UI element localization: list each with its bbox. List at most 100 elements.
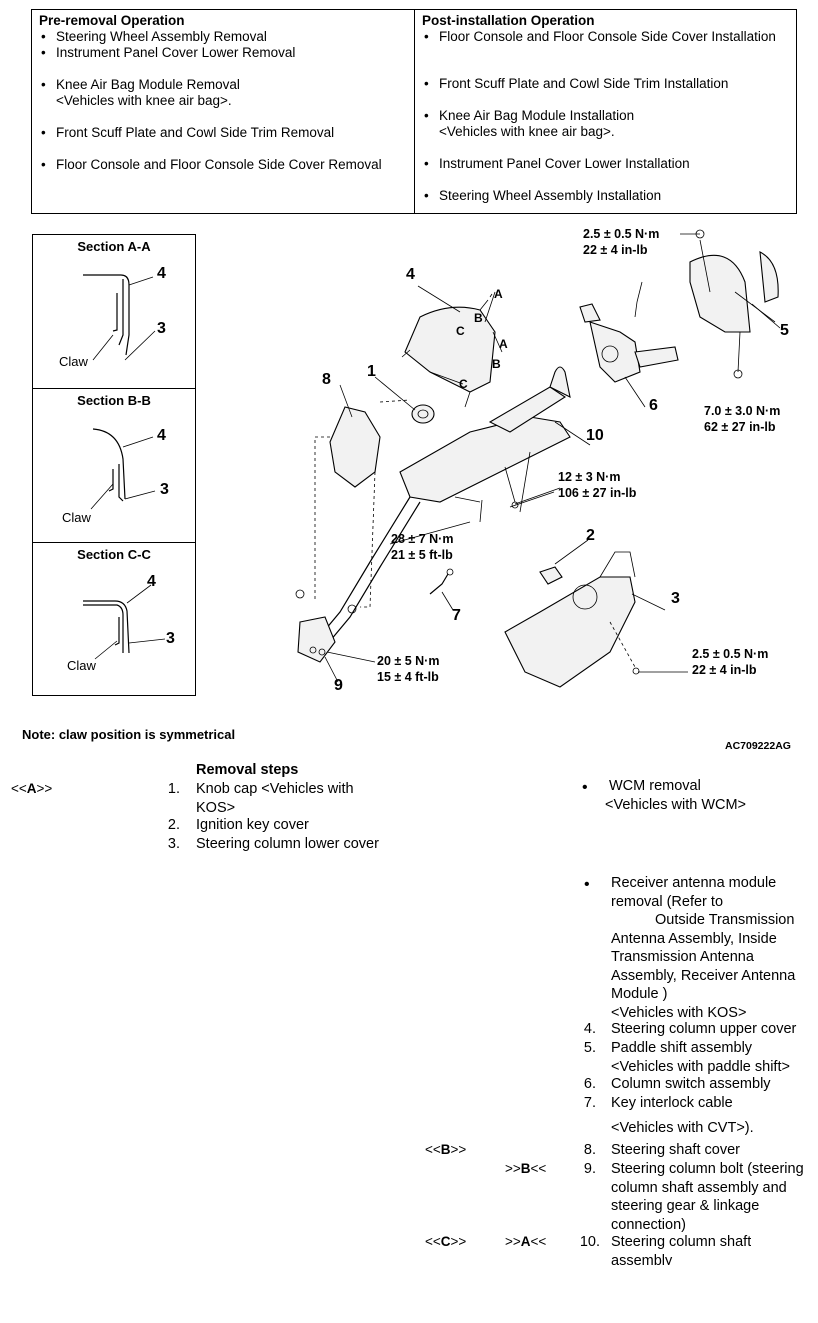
torque-spec: 28 ± 7 N·m 21 ± 5 ft-lb [391, 531, 453, 563]
pre-removal-item: Instrument Panel Cover Lower Removal [39, 45, 407, 61]
step-line: <Vehicles with WCM> [605, 796, 747, 813]
column-bolt-drawing [309, 646, 326, 656]
wcm-step: WCM removal <Vehicles with WCM> [605, 777, 746, 814]
marker-prefix: >> [505, 1161, 521, 1176]
torque-spec: 20 ± 5 N·m 15 ± 4 ft-lb [377, 653, 439, 685]
step-line: WCM removal [609, 778, 701, 794]
section-part-4: 4 [157, 265, 166, 282]
column-shaft-drawing [297, 366, 571, 663]
step-line: steering gear & linkage [611, 1198, 760, 1214]
section-title: Section A-A [77, 239, 151, 254]
callout-6: 6 [649, 397, 658, 414]
marker-letter: A [26, 781, 37, 796]
callout-10: 10 [586, 427, 604, 444]
post-installation-item: Steering Wheel Assembly Installation [422, 188, 789, 204]
section-title: Section C-C [77, 547, 151, 562]
post-installation-item: Floor Console and Floor Console Side Cov… [422, 29, 789, 45]
bullet-icon: • [584, 876, 590, 893]
step-text: Column switch assembly [611, 1076, 771, 1092]
claw-label: Claw [62, 510, 91, 525]
pre-removal-item-text: Knee Air Bag Module Removal [56, 77, 240, 92]
section-mark-b: B [492, 357, 501, 371]
service-marker-a: <<A>> [11, 780, 52, 799]
step-line: Steering column shaft [611, 1234, 752, 1250]
marker-suffix: << [530, 1234, 547, 1249]
step-line: Module ) [611, 986, 668, 1002]
paddle-shift-drawing [689, 229, 779, 379]
step-number: 4. [583, 1021, 596, 1037]
section-a-a-drawing [83, 274, 156, 361]
marker-suffix: >> [450, 1234, 467, 1249]
section-b-b-box: Section B-B 4 3 Claw [32, 388, 196, 543]
step-line: assembly [611, 1252, 673, 1266]
steering-column-exploded-diagram [295, 229, 781, 688]
column-switch-drawing [579, 281, 679, 383]
section-mark-c: C [459, 377, 468, 391]
torque-nm: 12 ± 3 N·m [558, 470, 621, 484]
step-number: 9. [583, 1161, 596, 1177]
step-text: Steering shaft cover [611, 1142, 740, 1158]
marker-prefix: << [425, 1234, 441, 1249]
section-part-3: 3 [160, 481, 169, 498]
knob-cap-drawing [379, 399, 435, 424]
step-text: Key interlock cable [611, 1095, 733, 1111]
step-text: Steering column lower cover [196, 836, 379, 852]
post-installation-item-condition: <Vehicles with knee air bag>. [439, 124, 615, 139]
section-part-4: 4 [147, 573, 156, 590]
callout-3: 3 [671, 590, 680, 607]
step-line: Assembly, Receiver Antenna [611, 967, 796, 984]
step-line: removal (Refer to [611, 893, 724, 910]
torque-imperial: 15 ± 4 ft-lb [377, 670, 439, 684]
shaft-cover-drawing [295, 406, 381, 614]
section-mark-c: C [456, 324, 465, 338]
step-line: connection) [611, 1216, 686, 1233]
step-line: Transmission Antenna [611, 949, 754, 965]
step-line: Knob cap <Vehicles with [196, 781, 354, 797]
marker-prefix: >> [505, 1234, 521, 1249]
torque-nm: 2.5 ± 0.5 N·m [692, 647, 769, 661]
torque-imperial: 22 ± 4 in-lb [583, 243, 648, 257]
torque-spec: 2.5 ± 0.5 N·m 22 ± 4 in-lb [583, 226, 659, 258]
operations-table: Pre-removal Operation Steering Wheel Ass… [31, 9, 797, 214]
step-line: Steering column bolt (steering [611, 1161, 804, 1177]
service-marker-c: <<C>> [425, 1233, 466, 1252]
torque-nm: 2.5 ± 0.5 N·m [583, 227, 660, 241]
marker-letter: C [440, 1234, 451, 1249]
step-line: <Vehicles with paddle shift> [611, 1058, 790, 1075]
step-number: 5. [583, 1040, 596, 1056]
figure-id: AC709222AG [725, 740, 791, 752]
torque-nm: 7.0 ± 3.0 N·m [704, 404, 781, 418]
service-marker-a: >>A<< [505, 1233, 546, 1252]
torque-imperial: 22 ± 4 in-lb [692, 663, 757, 677]
post-installation-heading: Post-installation Operation [422, 13, 595, 28]
post-installation-item: Front Scuff Plate and Cowl Side Trim Ins… [422, 76, 789, 92]
bullet-icon: • [582, 779, 588, 796]
callout-5: 5 [780, 322, 789, 339]
section-part-3: 3 [157, 320, 166, 337]
marker-suffix: << [530, 1161, 547, 1176]
section-mark-a: A [494, 287, 503, 301]
section-a-a-box: Section A-A 4 3 Claw [32, 234, 196, 389]
upper-cover-drawing [401, 291, 503, 408]
callout-2: 2 [586, 527, 595, 544]
step-line: Paddle shift assembly [611, 1040, 753, 1056]
service-marker-b: >>B<< [505, 1160, 546, 1179]
pre-removal-item: Front Scuff Plate and Cowl Side Trim Rem… [39, 125, 407, 141]
section-mark-b: B [474, 311, 483, 325]
step-line: Receiver antenna module [611, 875, 777, 891]
pre-removal-column: Pre-removal Operation Steering Wheel Ass… [32, 10, 415, 213]
step-number: 2. [167, 817, 180, 833]
marker-letter: B [440, 1142, 451, 1157]
marker-prefix: << [11, 781, 27, 796]
lower-cover-drawing [504, 551, 640, 688]
section-c-c-box: Section C-C 4 3 Claw [32, 542, 196, 696]
pre-removal-item: Steering Wheel Assembly Removal [39, 29, 407, 45]
claw-label: Claw [59, 354, 88, 369]
pre-removal-item: Floor Console and Floor Console Side Cov… [39, 157, 407, 173]
callout-9: 9 [334, 677, 343, 694]
step-number: 8. [583, 1142, 596, 1158]
service-marker-b: <<B>> [425, 1141, 466, 1160]
step-number: 6. [583, 1076, 596, 1092]
step-number: 10. [579, 1234, 600, 1250]
section-title: Section B-B [77, 393, 151, 408]
